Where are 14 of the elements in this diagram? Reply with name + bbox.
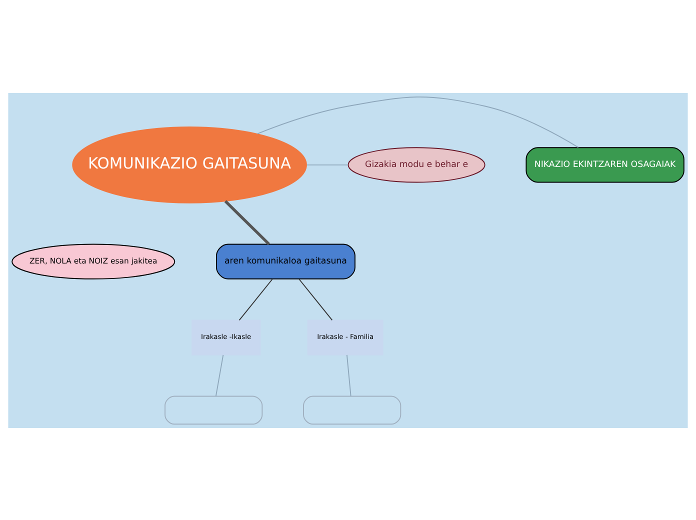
node-box xyxy=(303,395,402,424)
connector xyxy=(215,354,224,396)
node-ellipse: ZER, NOLA eta NOIZ esan jakitea xyxy=(12,243,176,279)
connector xyxy=(298,278,333,320)
connector xyxy=(238,278,273,320)
connector xyxy=(306,164,349,165)
node-ellipse: KOMUNIKAZIO GAITASUNA xyxy=(72,126,307,203)
connector xyxy=(346,354,352,396)
node-ellipse: Gizakia modu e behar e xyxy=(348,146,486,182)
node-box xyxy=(164,395,263,424)
node-box: aren komunikaloa gaitasuna xyxy=(216,243,356,279)
connector xyxy=(224,200,270,245)
connector xyxy=(256,96,579,148)
node-box: NIKAZIO EKINTZAREN OSAGAIAK xyxy=(526,146,684,182)
